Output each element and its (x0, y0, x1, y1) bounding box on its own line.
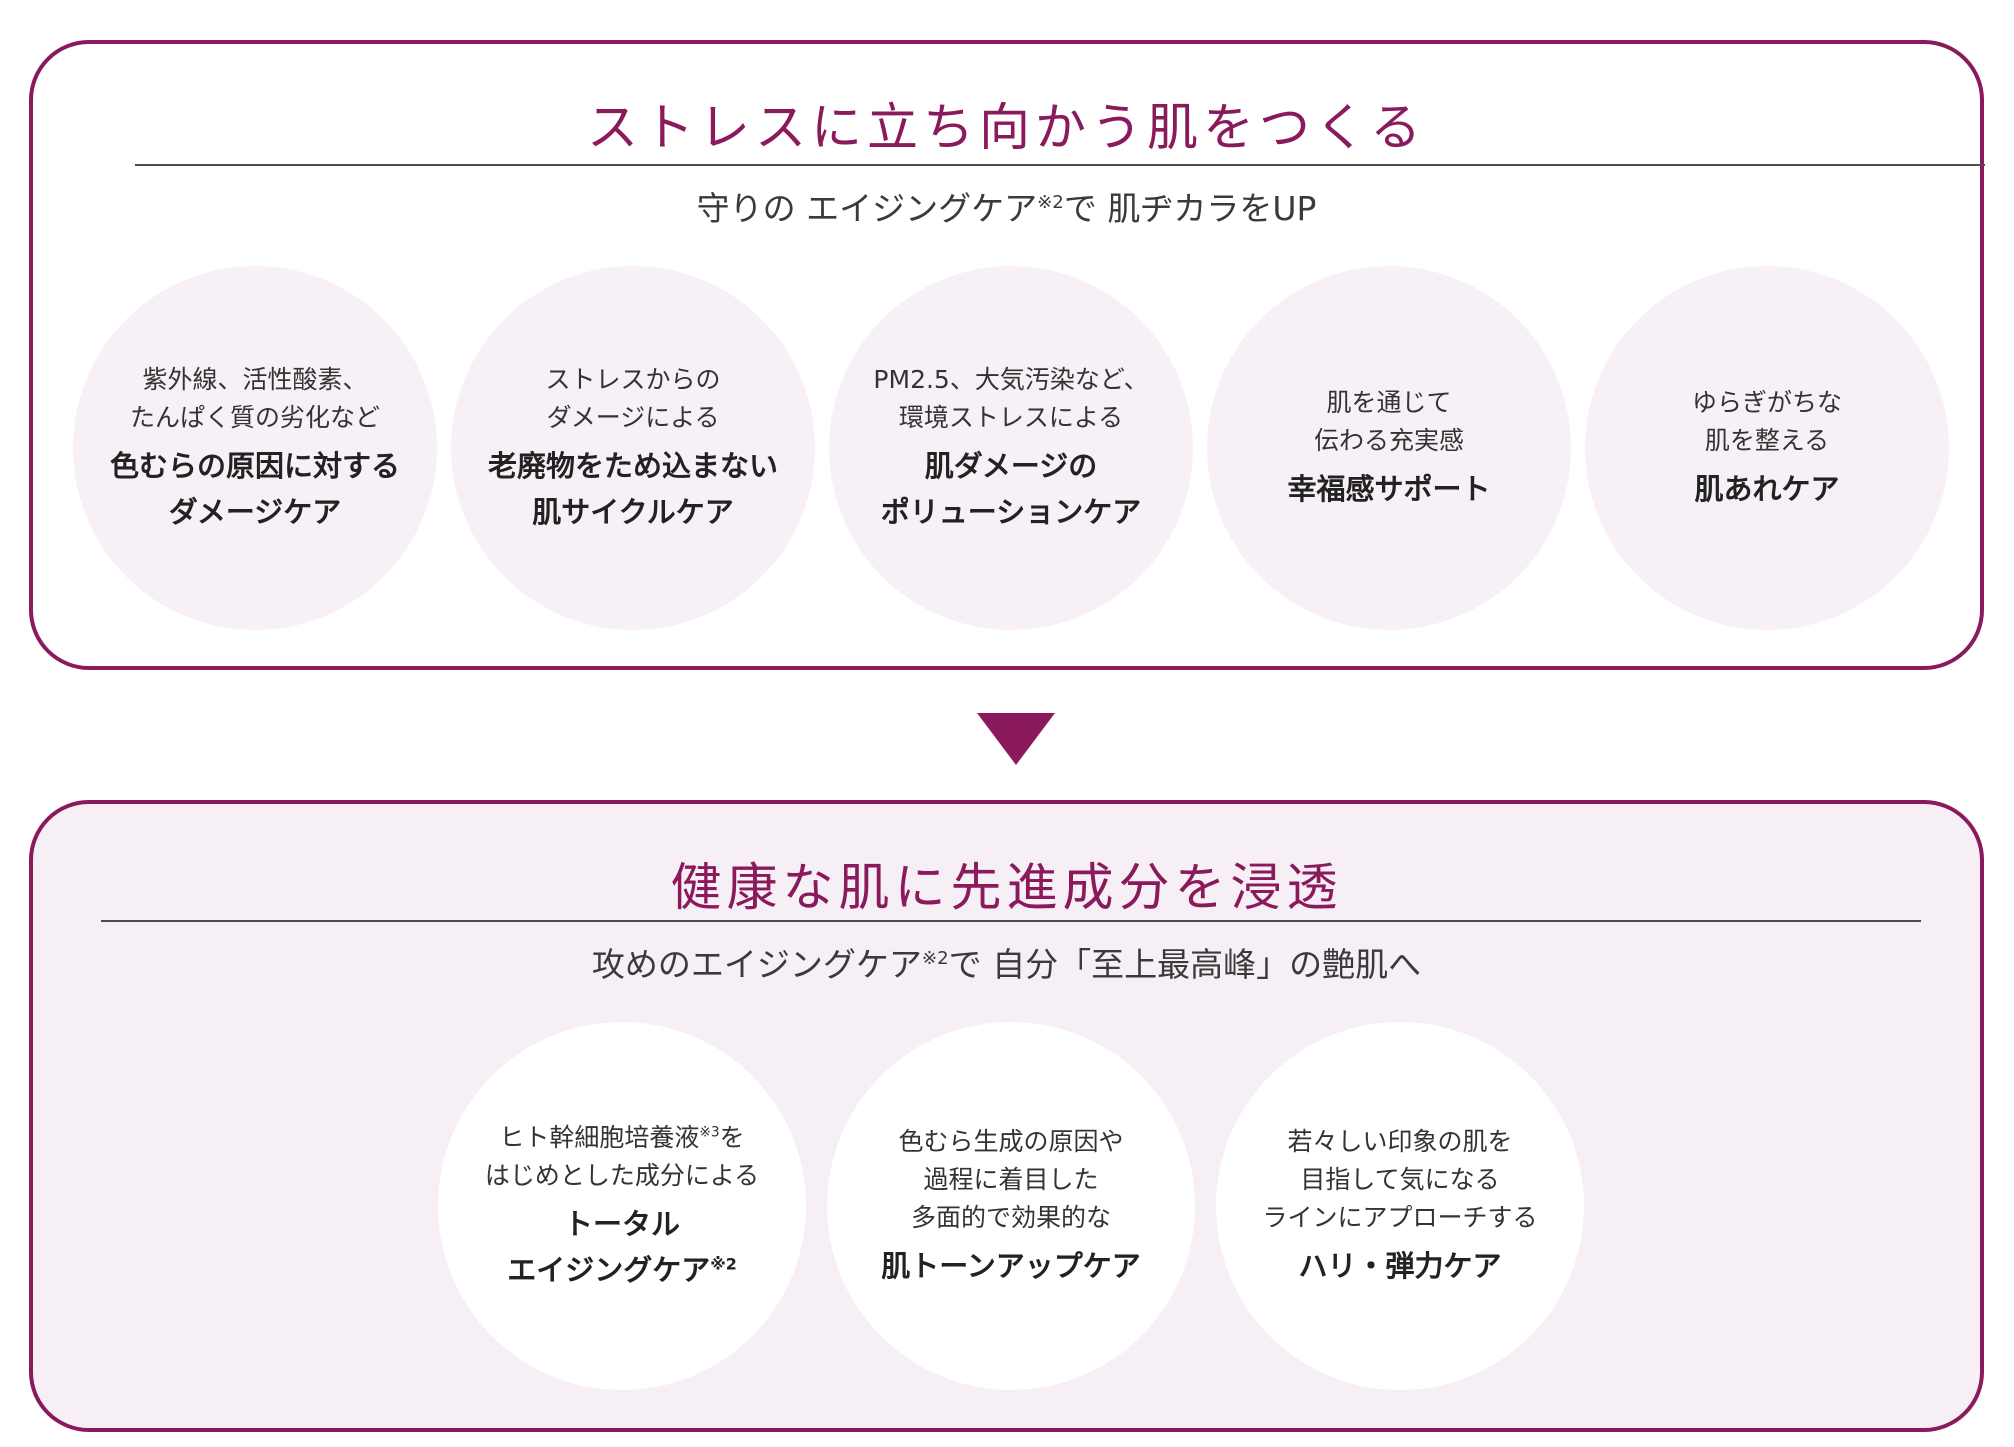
heading-text: エイジングケア (507, 1253, 711, 1287)
description-line: はじめとした成分による (484, 1161, 760, 1190)
description-line: ストレスからの (545, 365, 721, 394)
title-divider (101, 920, 1921, 922)
footnote-mark: ※2 (710, 1254, 737, 1274)
description-line: 肌を整える (1704, 426, 1830, 455)
description-line: ラインにアプローチする (1262, 1203, 1538, 1232)
care-circle-damage: 紫外線、活性酸素、 たんぱく質の劣化など 色むらの原因に対する ダメージケア (73, 266, 437, 630)
description-text: を (719, 1123, 745, 1152)
circle-heading: トータル エイジングケア※2 (507, 1201, 737, 1293)
circle-heading: 幸福感サポート (1287, 466, 1490, 512)
heading-line: ポリューションケア (880, 495, 1142, 529)
panel-title: 健康な肌に先進成分を浸透 (670, 859, 1343, 918)
description-line: PM2.5、大気汚染など、 (873, 365, 1149, 394)
care-circle-pollution: PM2.5、大気汚染など、 環境ストレスによる 肌ダメージの ポリューションケア (829, 266, 1193, 630)
description-line: 目指して気になる (1300, 1165, 1500, 1194)
heading-line: 肌ダメージの (924, 449, 1098, 483)
panel-subtitle: 守りの エイジングケア※2で 肌ヂカラをUP (33, 182, 1980, 230)
circle-description: 色むら生成の原因や 過程に着目した 多面的で効果的な (898, 1123, 1123, 1237)
circle-heading: 肌あれケア (1694, 466, 1839, 512)
circle-heading: 色むらの原因に対する ダメージケア (110, 443, 400, 535)
care-circle-roughness: ゆらぎがちな 肌を整える 肌あれケア (1585, 266, 1949, 630)
circle-description: 肌を通じて 伝わる充実感 (1314, 384, 1464, 460)
care-circle-total-aging: ヒト幹細胞培養液※3を はじめとした成分による トータル エイジングケア※2 (438, 1022, 806, 1390)
circle-description: ストレスからの ダメージによる (545, 361, 720, 437)
description-line: 過程に着目した (923, 1165, 1099, 1194)
description-line: 紫外線、活性酸素、 (142, 365, 368, 394)
description-line: 環境ストレスによる (898, 403, 1124, 432)
heading-line: エイジングケア※2 (507, 1247, 737, 1293)
care-circle-cycle: ストレスからの ダメージによる 老廃物をため込まない 肌サイクルケア (451, 266, 815, 630)
circle-description: ゆらぎがちな 肌を整える (1692, 384, 1842, 460)
heading-line: 肌あれケア (1694, 472, 1840, 506)
circle-heading: 肌トーンアップケア (881, 1243, 1141, 1289)
description-line: 伝わる充実感 (1313, 426, 1464, 455)
circle-description: ヒト幹細胞培養液※3を はじめとした成分による (485, 1119, 759, 1195)
heading-line: ダメージケア (168, 495, 342, 529)
description-line: 多面的で効果的な (910, 1203, 1111, 1232)
heading-line: ハリ・弾力ケア (1298, 1249, 1502, 1283)
subtitle-text: 攻めのエイジングケア (591, 945, 922, 984)
panel-subtitle: 攻めのエイジングケア※2で 自分「至上最高峰」の艶肌へ (33, 938, 1980, 986)
circle-heading: 肌ダメージの ポリューションケア (881, 443, 1141, 535)
circle-heading: ハリ・弾力ケア (1298, 1243, 1501, 1289)
description-line: 若々しい印象の肌を (1287, 1127, 1513, 1156)
description-line: ヒト幹細胞培養液※3を (485, 1119, 759, 1157)
care-circle-happiness: 肌を通じて 伝わる充実感 幸福感サポート (1207, 266, 1571, 630)
heading-line: 老廃物をため込まない (487, 449, 778, 483)
footnote-mark: ※2 (1037, 192, 1064, 213)
circle-description: PM2.5、大気汚染など、 環境ストレスによる (873, 361, 1148, 437)
heading-line: 色むらの原因に対する (109, 449, 400, 483)
heading-line: 肌トーンアップケア (881, 1249, 1141, 1283)
description-line: ダメージによる (546, 403, 720, 432)
aggressive-care-panel: 健康な肌に先進成分を浸透 攻めのエイジングケア※2で 自分「至上最高峰」の艶肌へ… (29, 800, 1984, 1432)
description-line: 色むら生成の原因や (898, 1127, 1124, 1156)
footnote-mark: ※2 (921, 948, 949, 969)
heading-line: トータル (563, 1207, 680, 1241)
panel-title: ストレスに立ち向かう肌をつくる (587, 99, 1426, 158)
care-circle-tone-up: 色むら生成の原因や 過程に着目した 多面的で効果的な 肌トーンアップケア (827, 1022, 1195, 1390)
circle-description: 紫外線、活性酸素、 たんぱく質の劣化など (130, 361, 380, 437)
footnote-mark: ※3 (699, 1124, 720, 1141)
subtitle-text: で 肌ヂカラをUP (1063, 189, 1317, 228)
description-line: ゆらぎがちな (1691, 388, 1842, 417)
circle-description: 若々しい印象の肌を 目指して気になる ラインにアプローチする (1262, 1123, 1537, 1237)
heading-line: 幸福感サポート (1287, 472, 1491, 506)
heading-line: 肌サイクルケア (532, 495, 734, 529)
title-divider (135, 164, 1985, 166)
description-line: たんぱく質の劣化など (129, 403, 380, 432)
care-circle-firmness: 若々しい印象の肌を 目指して気になる ラインにアプローチする ハリ・弾力ケア (1216, 1022, 1584, 1390)
description-text: ヒト幹細胞培養液 (499, 1123, 700, 1152)
circle-heading: 老廃物をため込まない 肌サイクルケア (488, 443, 778, 535)
description-line: 肌を通じて (1326, 388, 1452, 417)
subtitle-text: 守りの エイジングケア (696, 189, 1038, 228)
protective-care-panel: ストレスに立ち向かう肌をつくる 守りの エイジングケア※2で 肌ヂカラをUP 紫… (29, 40, 1985, 670)
subtitle-text: で 自分「至上最高峰」の艶肌へ (948, 945, 1422, 984)
down-arrow-icon (977, 713, 1055, 765)
